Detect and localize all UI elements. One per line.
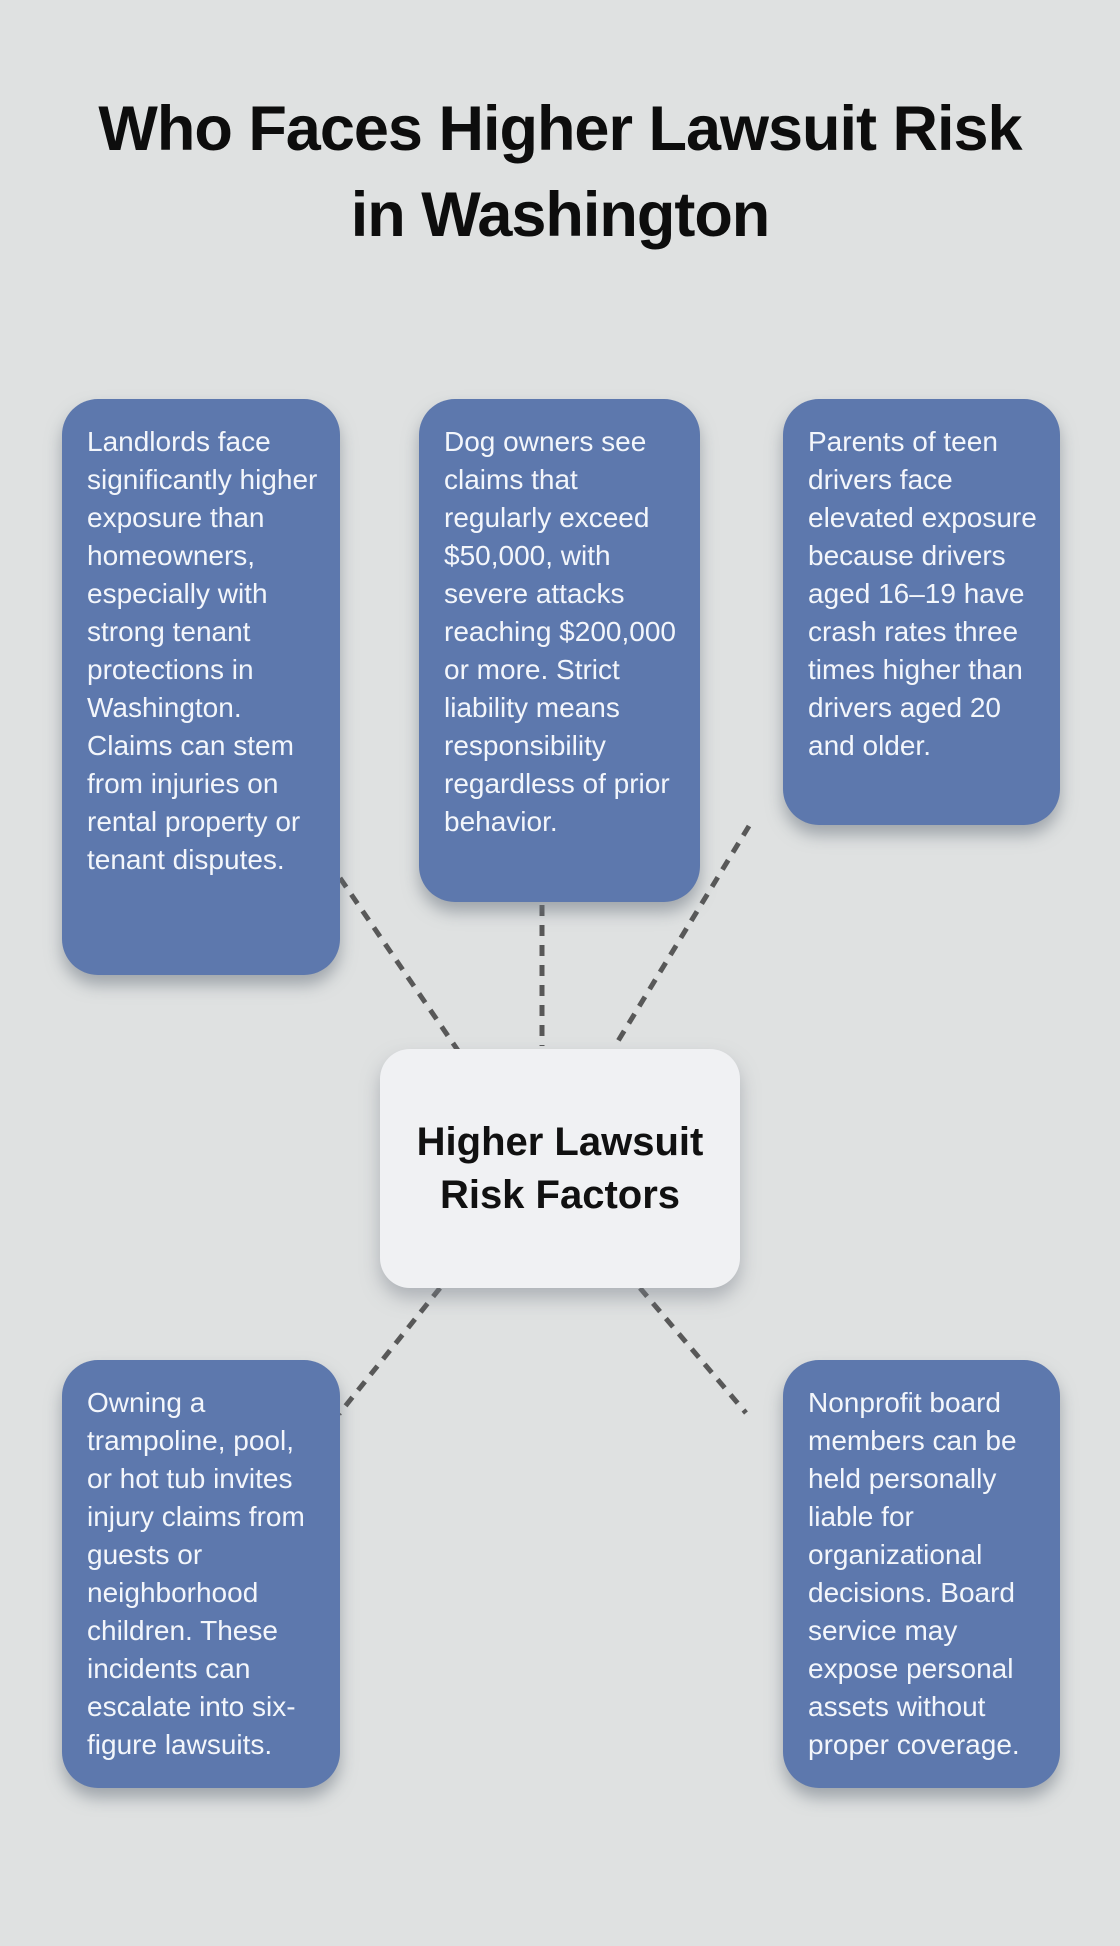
risk-box-attractive-nuisance-text: Owning a trampoline, pool, or hot tub in… — [87, 1387, 305, 1760]
risk-box-landlords: Landlords face significantly higher expo… — [62, 399, 340, 975]
risk-box-teen-drivers-text: Parents of teen drivers face elevated ex… — [808, 426, 1037, 761]
edge-center-nonprofit-board — [638, 1286, 748, 1415]
risk-box-teen-drivers: Parents of teen drivers face elevated ex… — [783, 399, 1060, 825]
page-title-line-1: Who Faces Higher Lawsuit Risk — [98, 94, 1022, 164]
risk-box-dog-owners: Dog owners see claims that regularly exc… — [419, 399, 700, 902]
edge-center-attractive-nuisance — [337, 1286, 442, 1416]
risk-box-attractive-nuisance: Owning a trampoline, pool, or hot tub in… — [62, 1360, 340, 1788]
center-node-label-line-2: Risk Factors — [439, 1172, 681, 1217]
page-title-line-2: in Washington — [350, 180, 771, 250]
risk-box-nonprofit-board-text: Nonprofit board members can be held pers… — [808, 1387, 1020, 1760]
page-title: Who Faces Higher Lawsuit Risk in Washing… — [0, 86, 1120, 258]
center-node-label-line-1: Higher Lawsuit — [416, 1119, 704, 1164]
center-node: Higher Lawsuit Risk Factors — [380, 1049, 740, 1288]
risk-box-landlords-text: Landlords face significantly higher expo… — [87, 426, 318, 875]
edge-landlords-center — [337, 876, 462, 1054]
risk-box-nonprofit-board: Nonprofit board members can be held pers… — [783, 1360, 1060, 1788]
risk-box-dog-owners-text: Dog owners see claims that regularly exc… — [444, 426, 676, 837]
